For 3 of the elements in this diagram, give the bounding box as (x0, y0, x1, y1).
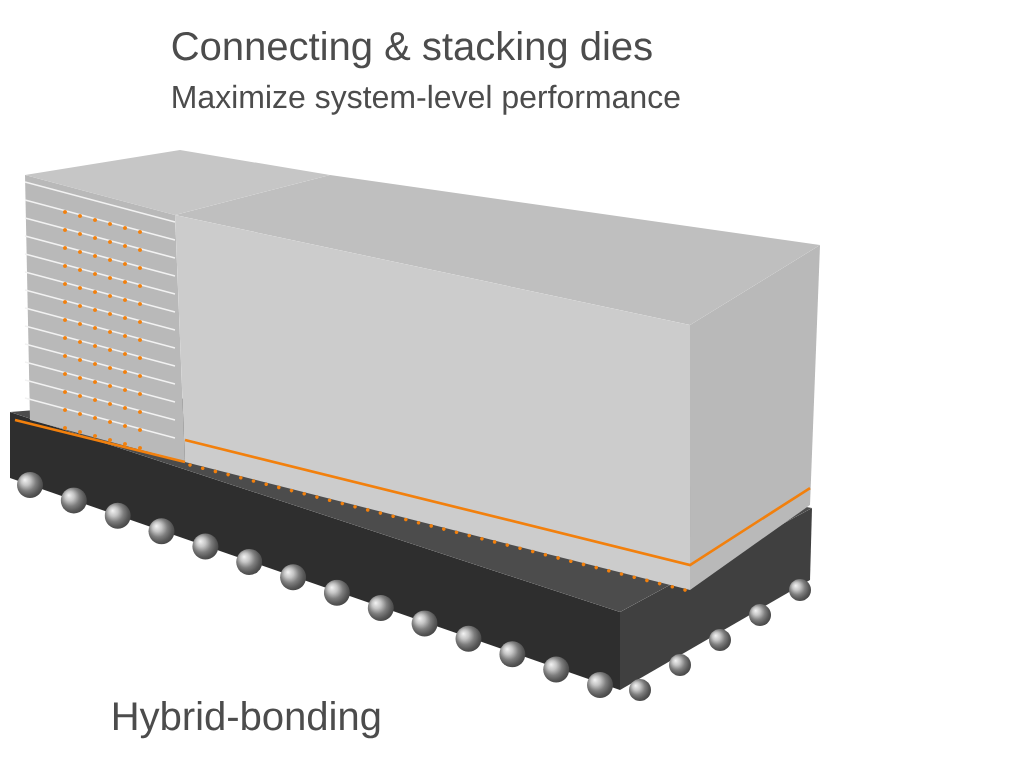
caption: Hybrid-bonding (114, 701, 380, 739)
caption: Maximize system-level performance (173, 84, 680, 115)
title: Connecting & stacking dies (172, 31, 652, 69)
